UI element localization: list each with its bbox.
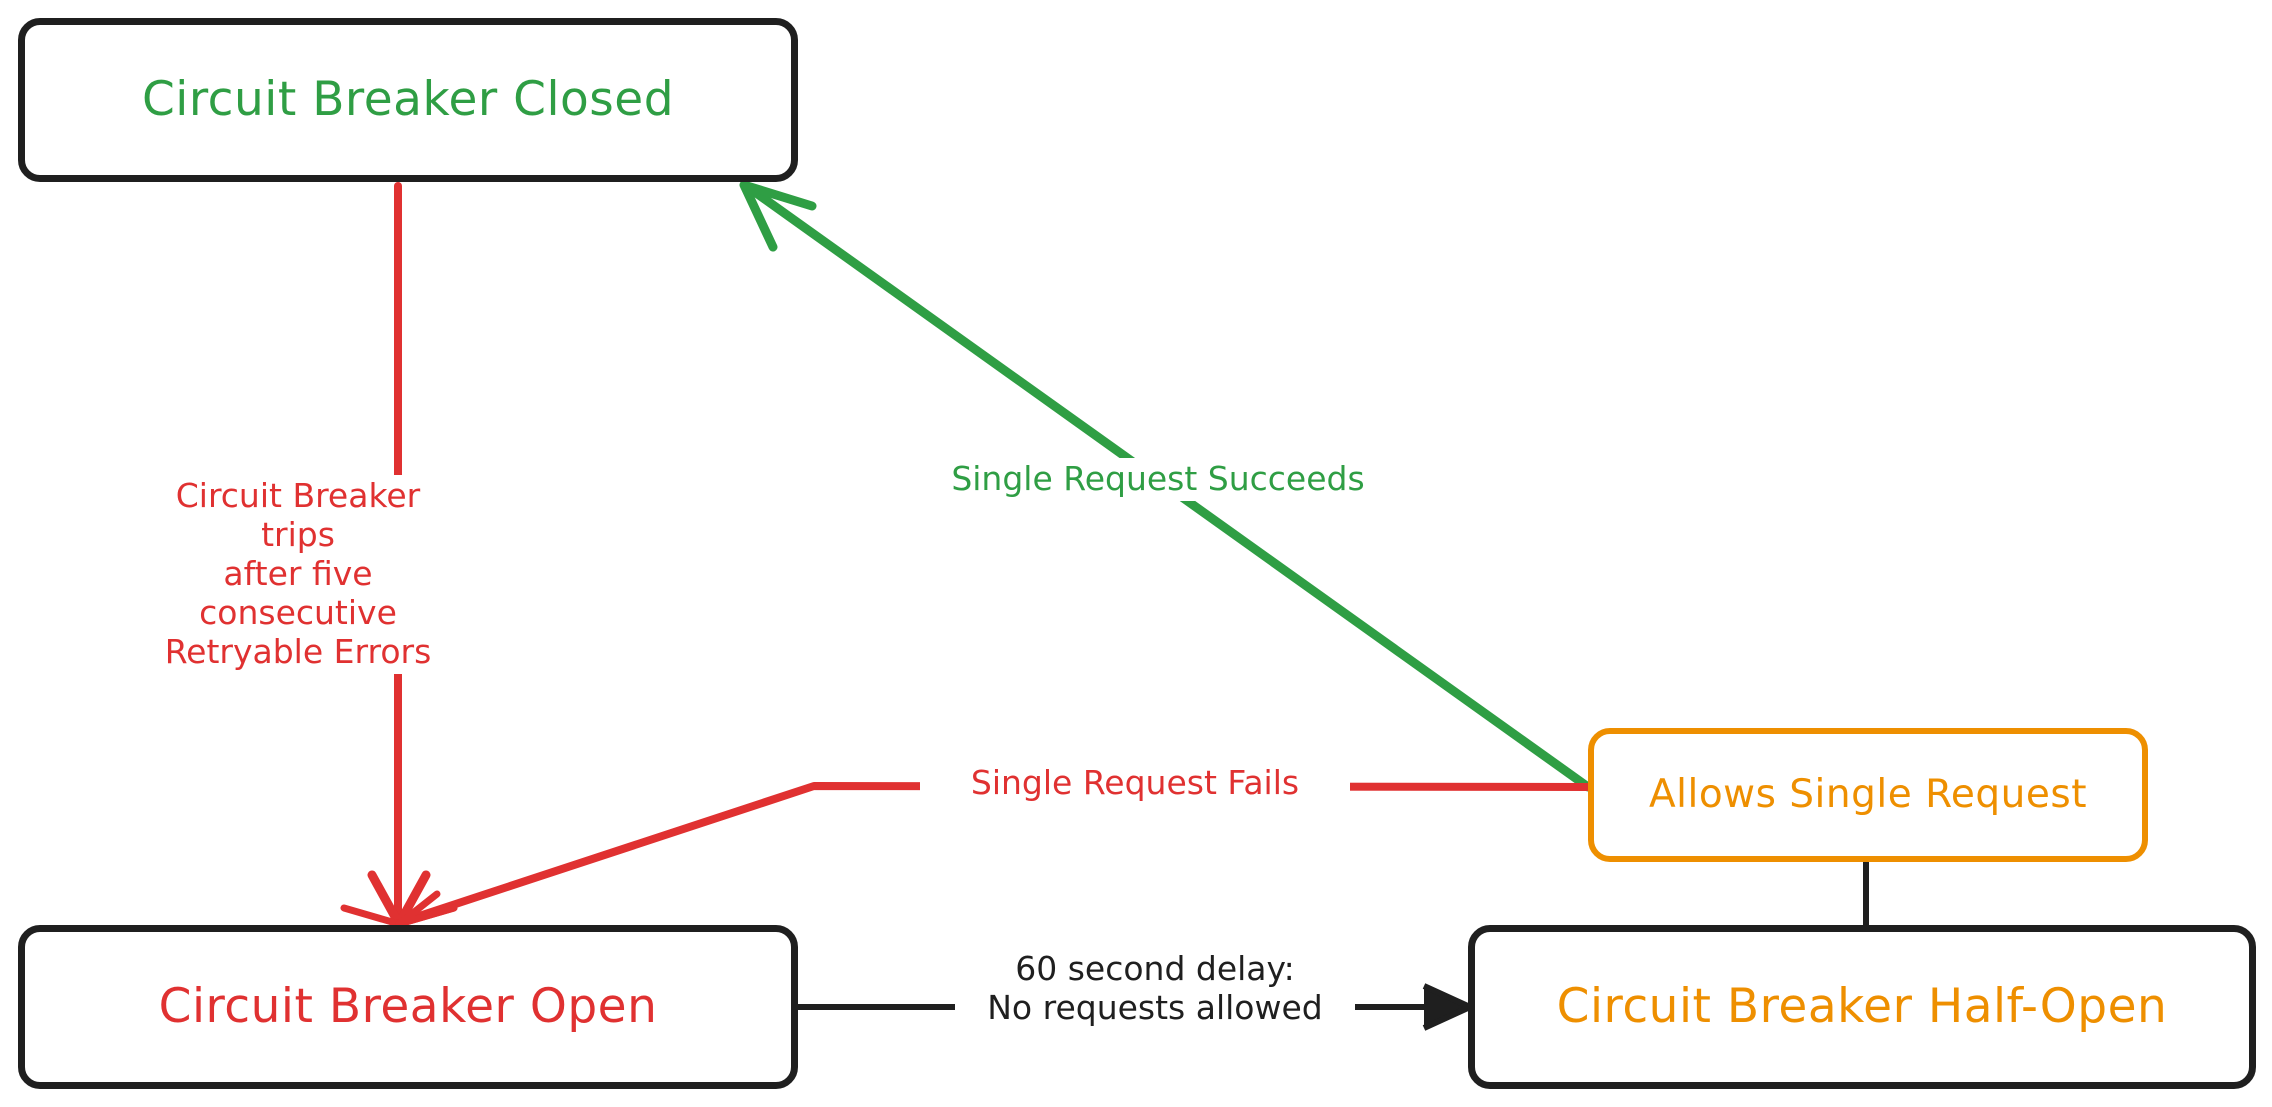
node-label-circuit-breaker-half-open: Circuit Breaker Half-Open: [1556, 979, 2168, 1035]
edge-label-open-to-half-open: 60 second delay: No requests allowed: [955, 948, 1355, 1030]
node-label-circuit-breaker-closed: Circuit Breaker Closed: [141, 72, 675, 128]
node-circuit-breaker-half-open[interactable]: Circuit Breaker Half-Open: [1468, 925, 2256, 1089]
node-circuit-breaker-open[interactable]: Circuit Breaker Open: [18, 925, 798, 1089]
node-allows-single-request[interactable]: Allows Single Request: [1588, 728, 2148, 862]
edge-allows-to-open: [395, 782, 1592, 928]
edge-label-allows-to-closed: Single Request Succeeds: [908, 458, 1408, 501]
node-circuit-breaker-closed[interactable]: Circuit Breaker Closed: [18, 18, 798, 182]
node-label-allows-single-request: Allows Single Request: [1648, 771, 2088, 817]
node-label-circuit-breaker-open: Circuit Breaker Open: [158, 979, 658, 1035]
edge-label-closed-to-open: Circuit Breaker trips after five consecu…: [130, 475, 466, 674]
edge-label-allows-to-open: Single Request Fails: [920, 762, 1350, 805]
